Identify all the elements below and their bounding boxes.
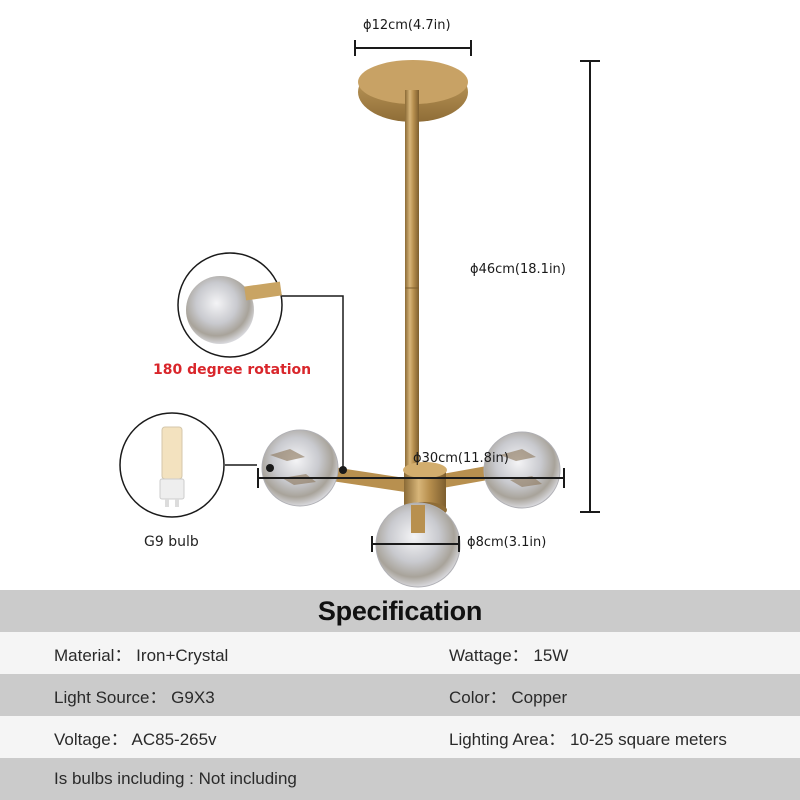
crystal-globe-left <box>261 429 339 507</box>
down-rod <box>405 90 419 472</box>
shade-diameter-label: ϕ8cm(3.1in) <box>467 535 547 550</box>
rotation-label: 180 degree rotation <box>153 362 312 378</box>
spec-material: Material： Iron+Crystal <box>54 645 229 665</box>
spec-lighting-area: Lighting Area： 10-25 square meters <box>449 729 727 749</box>
product-dimension-diagram: ϕ12cm(4.7in) ϕ46cm(18.1in) ϕ30cm(11.8in)… <box>119 18 600 588</box>
spec-row: Is bulbs including : Not including <box>0 758 800 800</box>
spec-light-source: Light Source： G9X3 <box>54 687 215 707</box>
spec-row: Material： Iron+Crystal Wattage： 15W <box>0 632 800 674</box>
spec-bulbs-included: Is bulbs including : Not including <box>54 769 297 788</box>
specification-table: Specification Material： Iron+Crystal Wat… <box>0 590 800 800</box>
bulb-callout <box>119 412 274 518</box>
bulb-label: G9 bulb <box>144 534 199 550</box>
spec-color: Color： Copper <box>449 687 568 707</box>
chandelier-illustration <box>119 40 600 588</box>
spec-row: Light Source： G9X3 Color： Copper <box>0 674 800 716</box>
span-dimension-line <box>257 468 565 488</box>
height-dimension-line <box>580 60 600 513</box>
span-width-label: ϕ30cm(11.8in) <box>413 451 509 466</box>
crystal-globe-right <box>483 431 561 509</box>
shade-dimension-line <box>371 536 460 552</box>
canopy-dimension-line <box>354 40 472 56</box>
rotation-callout <box>177 252 347 474</box>
canopy-diameter-label: ϕ12cm(4.7in) <box>363 18 451 33</box>
spec-wattage: Wattage： 15W <box>449 645 569 665</box>
spec-voltage: Voltage： AC85-265v <box>54 729 217 749</box>
specification-title: Specification <box>0 590 800 632</box>
height-label: ϕ46cm(18.1in) <box>470 262 566 277</box>
spec-row: Voltage： AC85-265v Lighting Area： 10-25 … <box>0 716 800 758</box>
